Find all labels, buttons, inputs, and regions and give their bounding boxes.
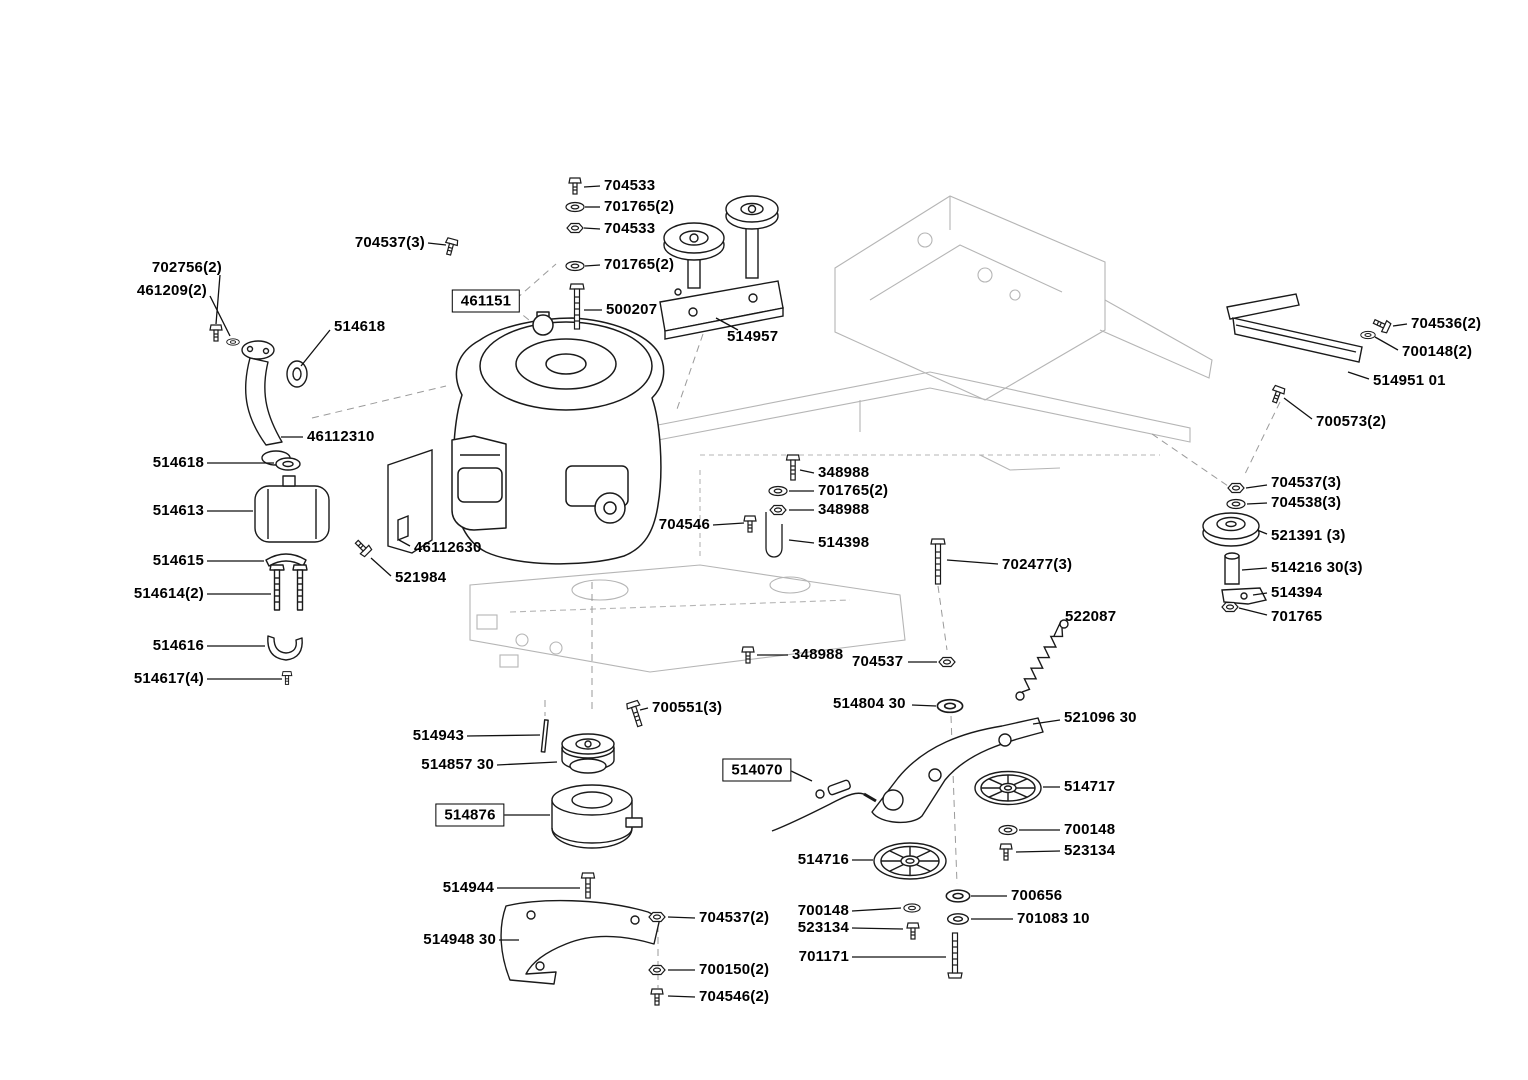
- leader-line: [946, 559, 999, 565]
- exhaust-pipe: [244, 357, 283, 446]
- leader-line: [788, 769, 813, 782]
- washer-icon: [903, 903, 921, 913]
- leader-line: [209, 295, 231, 337]
- muffler-strap: [265, 553, 307, 567]
- leader-line: [584, 264, 601, 267]
- bolt-icon: [625, 699, 647, 729]
- leader-line: [1053, 620, 1062, 637]
- screw-icon: [1371, 315, 1392, 335]
- nut-icon: [648, 964, 666, 976]
- screw-icon: [442, 236, 460, 257]
- bolt-icon: [580, 872, 596, 899]
- screw-icon: [999, 843, 1013, 861]
- leader-line: [583, 227, 601, 230]
- leader-line: [851, 927, 904, 930]
- screw-icon: [650, 988, 664, 1006]
- leader-line: [215, 274, 221, 325]
- leader-line: [398, 539, 411, 547]
- leader-line: [639, 707, 649, 711]
- clutch-bracket-514948: [500, 899, 661, 985]
- leader-line: [1015, 850, 1061, 853]
- screw-icon: [351, 536, 373, 558]
- leader-line: [300, 329, 331, 367]
- leader-line: [1238, 607, 1268, 616]
- washer-icon: [1360, 330, 1376, 340]
- washer-icon: [945, 889, 971, 903]
- heat-shield: [387, 449, 433, 554]
- top-idler-bracket: [659, 195, 784, 340]
- exhaust-flange: [241, 340, 275, 360]
- bolt-icon: [568, 177, 582, 195]
- bolt-icon: [269, 564, 285, 611]
- leader-line: [1032, 719, 1061, 725]
- leader-line: [715, 317, 739, 331]
- nut-icon: [566, 222, 584, 234]
- leader-line: [1256, 529, 1268, 535]
- leader-line: [667, 995, 696, 998]
- leader-line: [1374, 336, 1399, 351]
- leader-line: [667, 916, 696, 919]
- pulley-514857: [561, 733, 615, 774]
- washer-icon: [565, 260, 585, 272]
- nut-icon: [1221, 601, 1239, 613]
- nut-icon: [769, 504, 787, 516]
- bolt-icon: [930, 538, 946, 585]
- leader-line: [799, 469, 815, 474]
- leader-line: [1241, 567, 1268, 571]
- bolt-icon: [785, 454, 801, 481]
- leader-line: [1252, 592, 1268, 596]
- spacer: [1224, 555, 1240, 585]
- pin-514943: [540, 719, 549, 753]
- stack-pulley-group: [1202, 512, 1268, 605]
- screw-icon: [906, 922, 920, 940]
- clutch-cable: [771, 779, 877, 832]
- screw-icon: [1268, 384, 1287, 405]
- leader-line: [1347, 371, 1370, 380]
- nut-icon: [1227, 482, 1245, 494]
- leader-line: [911, 704, 937, 707]
- nut-icon: [938, 656, 956, 668]
- leader-line: [712, 522, 745, 526]
- muffler-clamp: [267, 635, 303, 661]
- extension-spring: [1015, 619, 1069, 701]
- idler-pulley-514717: [974, 770, 1042, 806]
- leader-line: [427, 242, 447, 246]
- washer-icon: [946, 913, 970, 925]
- washer-icon: [998, 824, 1018, 836]
- electric-clutch: [551, 784, 643, 849]
- leader-line: [1392, 323, 1408, 327]
- leader-lines: [207, 185, 1408, 998]
- leader-line: [583, 185, 601, 188]
- muffler-assembly: [241, 340, 330, 661]
- screw-icon: [743, 515, 757, 533]
- leader-line: [1246, 502, 1268, 505]
- washer-icon: [565, 201, 585, 213]
- idler-arm-group: [771, 717, 1044, 880]
- screw-icon: [281, 671, 293, 685]
- leader-line: [496, 761, 558, 766]
- washer-icon: [768, 485, 788, 497]
- leader-line: [370, 557, 392, 577]
- engine: [451, 311, 665, 565]
- muffler: [254, 485, 330, 543]
- clutch-group: [500, 719, 661, 985]
- washer-icon: [226, 338, 240, 346]
- leader-line: [1245, 484, 1268, 489]
- leader-line: [466, 734, 541, 737]
- bolt-icon: [947, 932, 963, 979]
- leader-line: [788, 539, 815, 544]
- bolt-icon: [292, 564, 308, 611]
- leader-line: [851, 907, 902, 912]
- j-bolt: [765, 512, 783, 558]
- idler-pulley-514716: [873, 842, 947, 880]
- chassis-frame: [469, 195, 1213, 673]
- washer-icon: [1226, 498, 1246, 510]
- screw-icon: [209, 324, 223, 342]
- rear-bracket: [1226, 293, 1363, 363]
- washer-icon: [936, 698, 964, 714]
- center-fasteners: [765, 512, 783, 558]
- nut-icon: [648, 911, 666, 923]
- leader-line: [1283, 397, 1313, 420]
